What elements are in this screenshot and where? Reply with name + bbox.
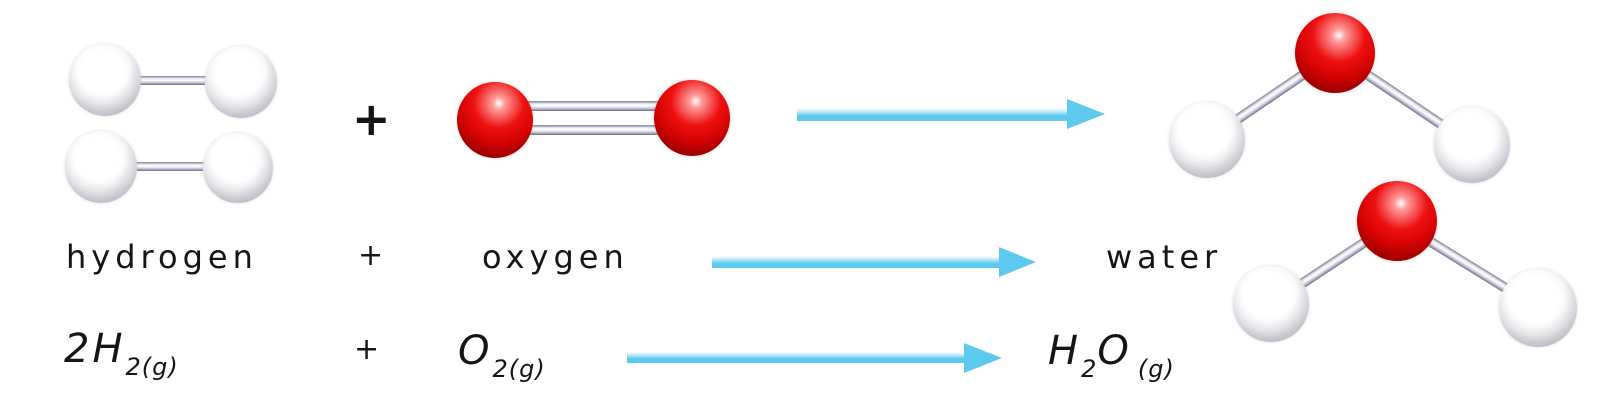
oxygen-atom: [1357, 181, 1437, 261]
formula-subscript: (g): [1137, 355, 1175, 383]
formula-water: H2O(g): [1048, 328, 1175, 383]
hydrogen-atom: [1434, 107, 1510, 183]
plus-sign-names: +: [358, 238, 384, 273]
double-bond-upper: [500, 101, 690, 111]
hydrogen-atom: [69, 44, 141, 116]
arrow-head-icon: [999, 247, 1036, 277]
hydrogen-atom: [203, 133, 273, 203]
oxygen-atom: [1295, 13, 1375, 93]
single-bond: [96, 162, 241, 171]
arrow-shaft: [797, 108, 1070, 121]
arrow-head-icon: [1067, 99, 1105, 129]
formula-main: 2H: [64, 326, 126, 372]
single-bond: [100, 76, 245, 85]
formula-oxygen: O2(g): [458, 328, 546, 383]
hydrogen-atom: [1499, 269, 1577, 347]
formula-hydrogen: 2H2(g): [64, 326, 179, 381]
arrow-shaft: [712, 256, 1002, 268]
double-bond-lower: [500, 125, 690, 135]
label-hydrogen: hydrogen: [66, 238, 258, 276]
arrow-shaft: [627, 352, 967, 363]
formula-subscript: 2(g): [492, 355, 546, 383]
formula-main: O: [1097, 328, 1132, 374]
label-oxygen: oxygen: [482, 238, 629, 276]
arrow-head-icon: [964, 343, 1002, 373]
formula-subscript: 2(g): [125, 353, 179, 381]
plus-sign-equation: +: [354, 332, 380, 367]
formula-main: O: [458, 328, 493, 374]
hydrogen-atom: [1169, 102, 1245, 178]
oxygen-atom: [457, 82, 533, 158]
hydrogen-atom: [1233, 266, 1309, 342]
plus-sign-models: +: [352, 92, 391, 146]
label-water: water: [1106, 238, 1223, 276]
formula-subscript: 2: [1081, 355, 1098, 383]
hydrogen-atom: [65, 131, 137, 203]
formula-main: H: [1048, 328, 1082, 374]
oxygen-atom: [654, 80, 730, 156]
hydrogen-atom: [205, 46, 277, 118]
